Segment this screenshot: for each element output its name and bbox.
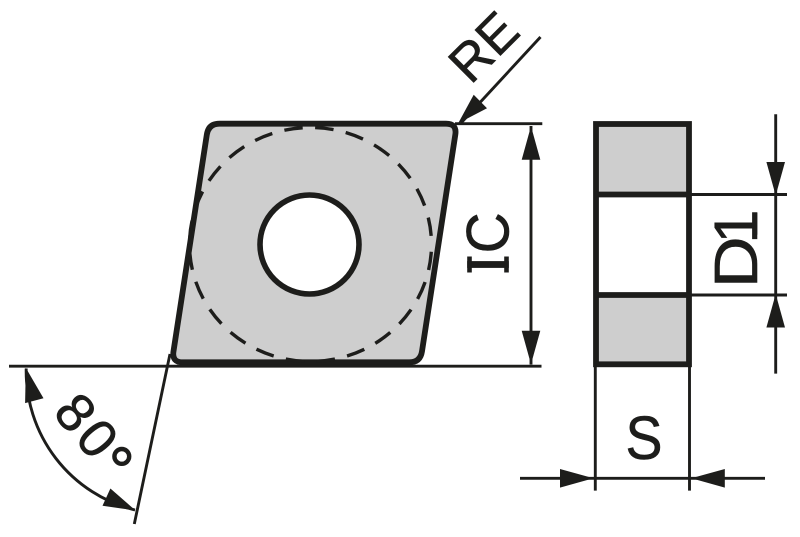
svg-text:1: 1 xyxy=(702,210,770,244)
svg-text:S: S xyxy=(626,404,663,473)
svg-text:D: D xyxy=(702,236,770,288)
svg-text:C: C xyxy=(454,212,522,253)
